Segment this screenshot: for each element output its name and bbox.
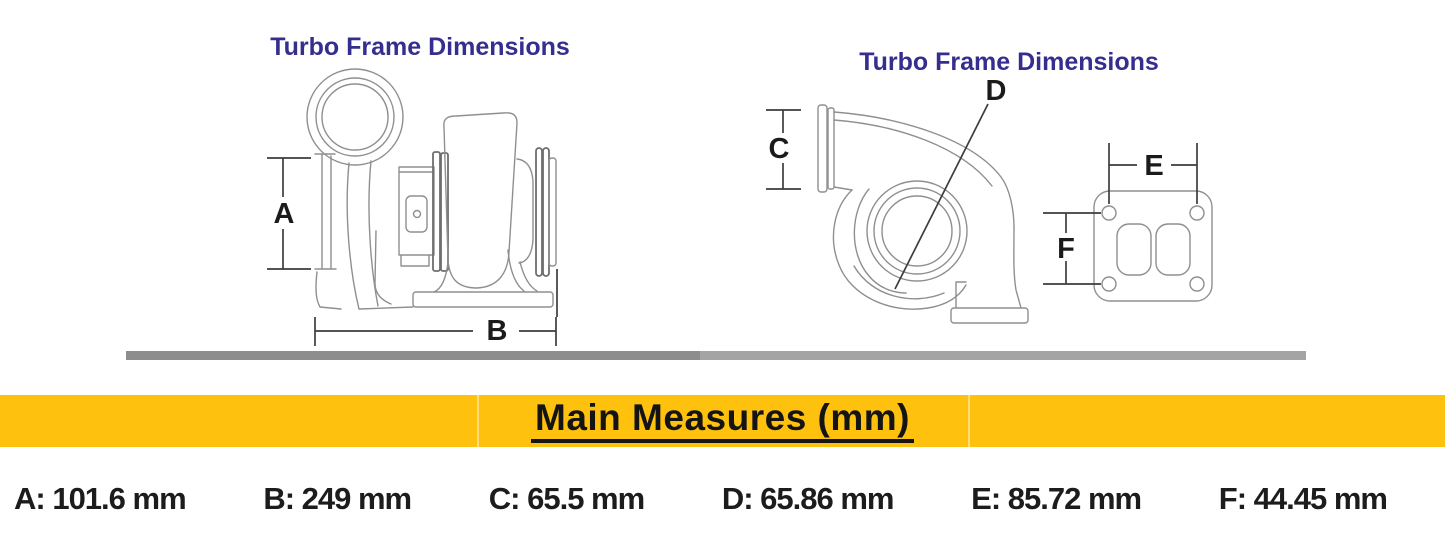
dimension-c-label: C <box>769 133 790 165</box>
measure-e: E: 85.72 mm <box>971 481 1142 516</box>
dimension-a-label: A <box>274 198 295 230</box>
flange-to-volute-line <box>833 186 853 191</box>
scroll-arc-outer <box>853 265 945 300</box>
compressor-backplate-hook <box>374 230 392 305</box>
compressor-inlet-bore <box>321 83 389 151</box>
turbine-flange-bar-1 <box>535 147 543 277</box>
bolt-hole-bottom-left <box>1101 276 1117 292</box>
outlet-step <box>955 281 967 309</box>
baseline-bar-left <box>126 351 700 360</box>
right-drawing-title: Turbo Frame Dimensions <box>859 48 1159 76</box>
dimension-b: B <box>314 269 558 347</box>
turbine-bore-ring <box>881 195 953 267</box>
flange-port-right <box>1155 223 1191 276</box>
measure-b: B: 249 mm <box>263 481 412 516</box>
compressor-inlet-outer-ring <box>306 68 404 166</box>
main-measures-title: Main Measures (mm) <box>531 399 914 443</box>
dimension-e-label: E <box>1144 150 1163 182</box>
measure-c: C: 65.5 mm <box>488 481 645 516</box>
dimension-a: A <box>267 157 311 270</box>
volute-outer-scroll <box>832 189 967 310</box>
dimension-f-label: F <box>1057 233 1075 265</box>
compressor-inlet-mid-ring <box>315 77 395 157</box>
turbine-outlet-bar <box>548 157 557 267</box>
inlet-flange-bar-1 <box>817 104 828 193</box>
volute-top-inner-line <box>833 119 993 187</box>
measure-a: A: 101.6 mm <box>14 481 187 516</box>
dimension-b-label: B <box>487 315 508 347</box>
bearing-housing-boss <box>405 195 428 233</box>
oil-port-hole <box>412 209 422 219</box>
baseline-bar-right <box>700 351 1306 360</box>
turbo-side-view-drawing: A B <box>267 68 558 347</box>
backplate-bar-1 <box>432 151 441 272</box>
volute-right-edge <box>1013 227 1022 309</box>
bolt-hole-bottom-right <box>1189 276 1205 292</box>
turbine-flange-bar-2 <box>542 147 550 277</box>
compressor-housing-base <box>315 271 414 310</box>
turbine-housing-drawing: C D <box>766 75 1029 324</box>
banner-cell-divider <box>477 395 479 447</box>
outlet-foot <box>950 307 1029 324</box>
turbo-drawings-canvas: A B <box>126 68 1306 360</box>
flange-plate <box>1093 190 1213 302</box>
flange-port-left <box>1116 223 1152 276</box>
inlet-flange-bar-2 <box>827 107 835 190</box>
bearing-housing <box>398 166 435 267</box>
volute-top-outer-line <box>833 111 1015 229</box>
pedestal-flares <box>433 249 538 293</box>
dimension-e: E <box>1108 143 1198 204</box>
banner-cell-divider <box>968 395 970 447</box>
turbine-inlet-profile <box>516 158 534 264</box>
dimension-f: F <box>1043 212 1101 285</box>
turbine-outer-ring <box>866 180 968 282</box>
bolt-hole-top-left <box>1101 205 1117 221</box>
dimension-c: C <box>766 109 801 190</box>
compressor-housing-edge <box>314 153 337 270</box>
turbine-mid-ring <box>873 187 961 275</box>
measure-d: D: 65.86 mm <box>721 481 895 516</box>
left-drawing-title: Turbo Frame Dimensions <box>270 33 570 61</box>
inlet-neck-right-edge <box>368 160 379 307</box>
main-measures-banner: Main Measures (mm) <box>0 395 1445 447</box>
bolt-hole-top-right <box>1189 205 1205 221</box>
dimension-d: D <box>894 75 1007 290</box>
measure-f: F: 44.45 mm <box>1218 481 1388 516</box>
dimension-d-label: D <box>986 75 1007 107</box>
mounting-foot <box>412 291 554 308</box>
t4-flange-drawing: E F <box>1043 143 1213 302</box>
scroll-arc-inner <box>853 188 907 294</box>
inlet-neck-left-edge <box>346 162 360 310</box>
turbine-body-silhouette <box>443 112 518 289</box>
measures-row: A: 101.6 mm B: 249 mm C: 65.5 mm D: 65.8… <box>0 468 1445 530</box>
